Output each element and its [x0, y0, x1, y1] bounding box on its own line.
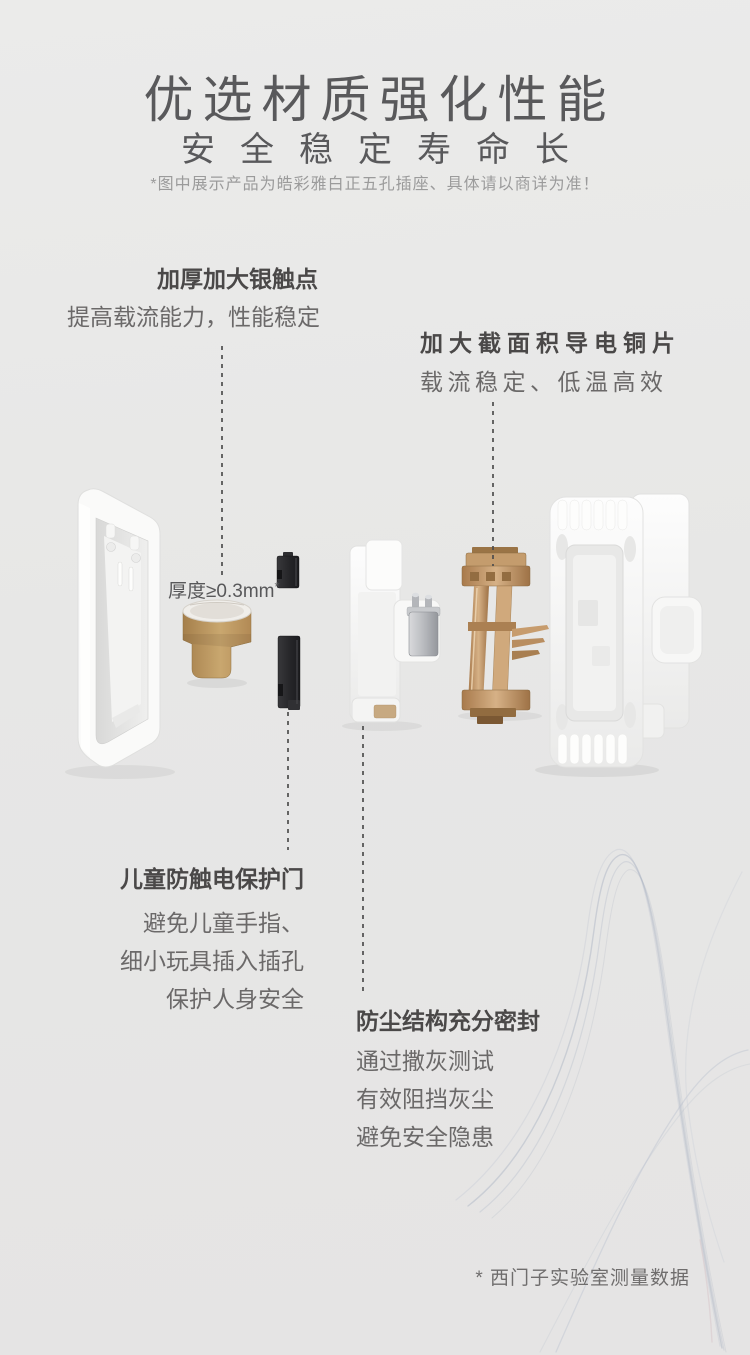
mounting-frame-part: [535, 496, 659, 777]
safety-shutter-part-upper: [276, 552, 300, 589]
callout-copper-plate-desc: 载流稳定、低温高效: [420, 369, 668, 395]
callout-silver-contact-desc: 提高载流能力，性能稳定: [67, 304, 320, 330]
callout-copper-plate-title: 加大截面积导电铜片: [420, 330, 681, 356]
callout-child-protection-line: 保护人身安全: [166, 986, 304, 1012]
callout-child-protection-line: 避免儿童手指、: [143, 910, 304, 936]
decorative-swirl: [455, 848, 750, 1353]
safety-shutter-part-lower: [277, 635, 301, 710]
thickness-label-asterisk: *: [274, 579, 280, 594]
thickness-label: 厚度≥0.3mm*: [168, 579, 280, 603]
disclaimer-note: *图中展示产品为皓彩雅白正五孔插座、具体请以商详为准！: [150, 176, 600, 193]
callout-child-protection-line: 细小玩具插入插孔: [120, 948, 304, 974]
callout-silver-contact-title: 加厚加大银触点: [157, 266, 318, 292]
footnote: * 西门子实验室测量数据: [475, 1268, 690, 1289]
socket-module-part: [342, 539, 441, 731]
connector-lines: [221, 346, 494, 996]
callout-dustproof-line: 通过撒灰测试: [356, 1048, 494, 1074]
callout-dustproof-title: 防尘结构充分密封: [356, 1008, 540, 1034]
callout-child-protection-title: 儿童防触电保护门: [120, 866, 304, 892]
thickness-label-text: 厚度≥0.3mm: [168, 581, 275, 602]
cover-plate-part: [630, 493, 703, 739]
silver-contact-part: [182, 599, 252, 688]
page-title: 优选材质强化性能: [143, 72, 616, 128]
wall-box-part: [65, 488, 175, 779]
page-subtitle: 安全稳定寿命长: [181, 131, 594, 169]
callout-dustproof-line: 有效阻挡灰尘: [356, 1086, 494, 1112]
copper-conductor-part: [458, 547, 549, 724]
callout-dustproof-line: 避免安全隐患: [356, 1124, 494, 1150]
